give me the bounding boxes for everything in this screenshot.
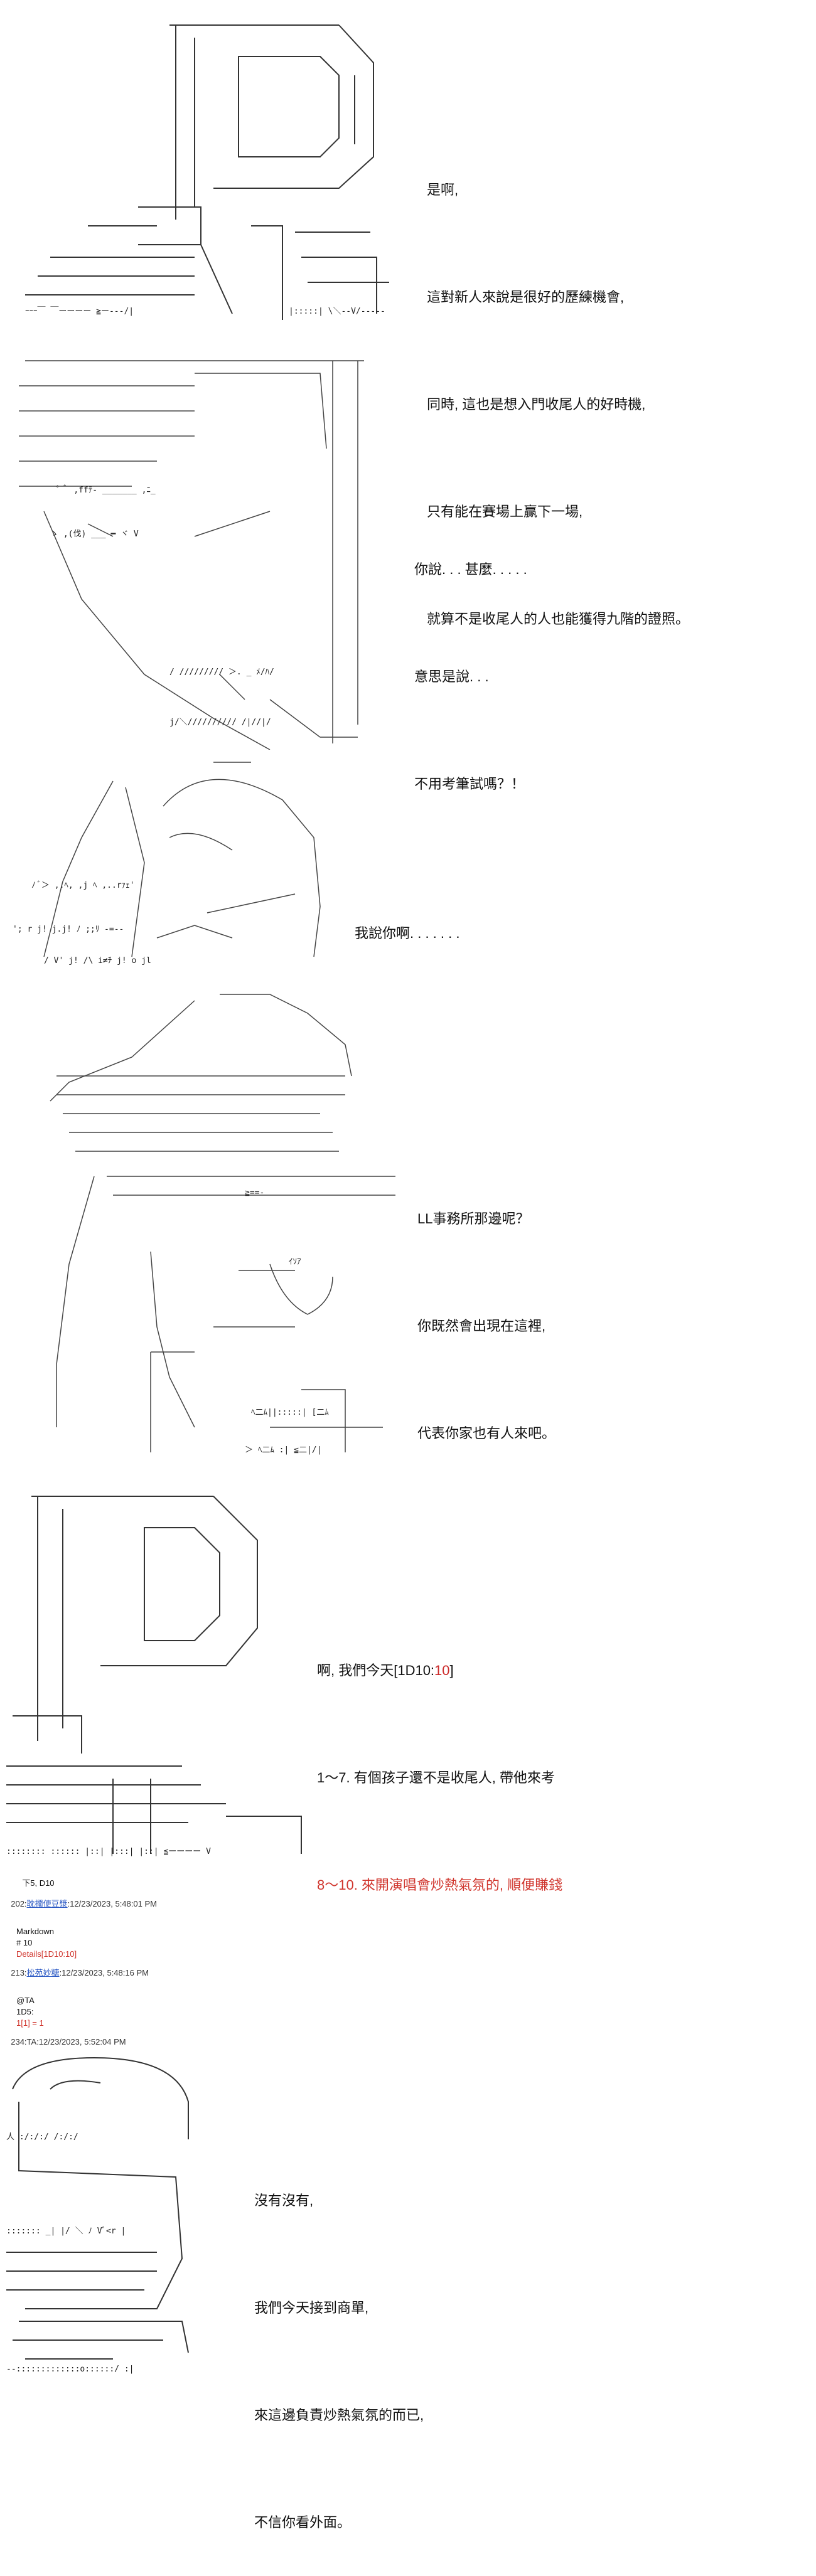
dice-log: 下5, D10 xyxy=(18,1866,55,1889)
dialog-line: 這對新人來說是很好的歷練機會, xyxy=(427,289,625,305)
dialog-line: 來這邊負責炒熱氣氛的而已, xyxy=(254,2407,424,2423)
dice-note: 下5, D10 xyxy=(22,1878,55,1888)
dialog-line: 不用考筆試嗎？！ xyxy=(414,776,525,792)
roll-result: 10 xyxy=(434,1663,450,1678)
ascii-art-letter-p-1: ｰｰｰ￣ ￣ーーーー ≧ー---/| |:::::| \＼--V/----- xyxy=(13,19,402,326)
log-line: 1D5: xyxy=(16,2007,34,2016)
dialog-panel-2: 你說. . . 甚麼. . . . . 意思是說. . . 不用考筆試嗎？！ xyxy=(414,480,527,838)
ascii-art-character-cap: ≧==- ｲｿｱ ﾍ二ﾑ||:::::| [二ﾑ ＞ ﾍ二ﾑ :| ≦二|/| xyxy=(6,988,433,1465)
svg-text:＞ ﾍ二ﾑ :| ≦二|/|: ＞ ﾍ二ﾑ :| ≦二|/| xyxy=(245,1445,321,1455)
dialog-panel-1: 是啊, 這對新人來說是很好的歷練機會, 同時, 這也是想入門收尾人的好時機, 只… xyxy=(427,100,689,673)
svg-text:j/＼////////// /|//|/: j/＼////////// /|//|/ xyxy=(169,718,271,727)
svg-text:::::::: _| |/ ＼ ﾉ Vﾞ<r |: ::::::: _| |/ ＼ ﾉ Vﾞ<r | xyxy=(6,2227,126,2236)
roll-text-prefix: 啊, 我們今天[1D10: xyxy=(317,1663,435,1678)
svg-text:|:::::| \＼--V/-----: |:::::| \＼--V/----- xyxy=(289,307,385,316)
log-line: # 10 xyxy=(16,1938,33,1947)
log-entry: 202:耽擱使豆漿:12/23/2023, 5:48:01 PM Markdow… xyxy=(6,1887,157,1971)
dialog-panel-5: 啊, 我們今天[1D10:10] 1～7. 有個孩子還不是收尾人, 帶他來考 8… xyxy=(317,1581,562,1939)
svg-text:≧==-: ≧==- xyxy=(245,1188,264,1198)
log-line: @TA xyxy=(16,1996,35,2005)
dialog-line: 沒有沒有, xyxy=(254,2193,314,2208)
svg-text:ｲｿｱ: ｲｿｱ xyxy=(289,1257,301,1267)
svg-text:--:::::::::::::o::::::/ :|: --:::::::::::::o::::::/ :| xyxy=(6,2365,134,2374)
dialog-line: 同時, 這也是想入門收尾人的好時機, xyxy=(427,397,646,412)
log-user-link[interactable]: 松苑妙糖 xyxy=(26,1968,60,1977)
log-time: :12/23/2023, 5:48:01 PM xyxy=(67,1899,157,1908)
dialog-panel-3: 我說你啊. . . . . . . xyxy=(355,844,459,987)
log-number: 234: xyxy=(11,2037,27,2046)
dialog-line: LL事務所那邊呢？ xyxy=(417,1211,530,1227)
svg-text:人 :/:/:/ /:/:/: 人 :/:/:/ /:/:/ xyxy=(6,2132,78,2142)
dialog-line: 我們今天接到商單, xyxy=(254,2300,369,2316)
log-entry-body: @TA 1D5: 1[1] = 1 xyxy=(6,1995,149,2029)
log-time: TA:12/23/2023, 5:52:04 PM xyxy=(26,2037,126,2046)
svg-text:/ V' j! /\ i≠ﾁ j! o jl: / V' j! /\ i≠ﾁ j! o jl xyxy=(44,956,151,966)
svg-text::::::::: :::::: |::| |:::| |::: :::::::: :::::: |::| |:::| |::| ≦ーーーー V xyxy=(6,1847,211,1856)
svg-text:ﾟ＾ ,ffﾃ- _______ ,ﾆ_: ﾟ＾ ,ffﾃ- _______ ,ﾆ_ xyxy=(56,484,156,495)
ascii-art-character-face: ﾟ＾ ,ffﾃ- _______ ,ﾆ_ ゝ ,(伐) ___ ━ ヾ V / … xyxy=(6,348,383,750)
log-entry-header: 202:耽擱使豆漿:12/23/2023, 5:48:01 PM xyxy=(11,1899,157,1908)
log-user-link[interactable]: 耽擱使豆漿 xyxy=(26,1899,68,1908)
svg-text:ﾍ二ﾑ||:::::| [二ﾑ: ﾍ二ﾑ||:::::| [二ﾑ xyxy=(251,1408,329,1417)
log-number: 213: xyxy=(11,1968,27,1977)
svg-text:ゝ ,(伐) ___ ━ ヾ V: ゝ ,(伐) ___ ━ ヾ V xyxy=(50,530,139,539)
ascii-art-character-pointing: ﾉ ﾞ＞ ,.ﾍ, ,j ﾍ ,..rｧｪ' '; r j! j.j! ﾉ ;;… xyxy=(6,750,333,976)
svg-text:ﾉ ﾞ＞ ,.ﾍ, ,j ﾍ ,..rｧｪ': ﾉ ﾞ＞ ,.ﾍ, ,j ﾍ ,..rｧｪ' xyxy=(31,881,135,890)
log-line: Markdown xyxy=(16,1927,54,1936)
log-line: Details[1D10:10] xyxy=(16,1949,77,1959)
svg-text:ｰｰｰ￣ ￣ーーーー ≧ー---/|: ｰｰｰ￣ ￣ーーーー ≧ー---/| xyxy=(25,307,134,316)
dialog-line: 啊, 我們今天[1D10:10] xyxy=(317,1653,562,1688)
log-entry: 213:松苑妙糖:12/23/2023, 5:48:16 PM @TA 1D5:… xyxy=(6,1956,149,2040)
svg-text:'; r j! j.j! ﾉ ;;ﾘ -=--: '; r j! j.j! ﾉ ;;ﾘ -=-- xyxy=(13,925,124,934)
dialog-line: 是啊, xyxy=(427,182,459,198)
dialog-line: 代表你家也有人來吧。 xyxy=(417,1425,556,1441)
log-time: :12/23/2023, 5:48:16 PM xyxy=(59,1968,149,1977)
log-number: 202: xyxy=(11,1899,27,1908)
ascii-art-letter-p-2: :::::::: :::::: |::| |:::| |::| ≦ーーーー V xyxy=(0,1490,339,1860)
dialog-line: 就算不是收尾人的人也能獲得九階的證照。 xyxy=(427,611,690,627)
roll-text-suffix: ] xyxy=(449,1663,454,1678)
log-entry-body: Markdown # 10 Details[1D10:10] xyxy=(6,1926,157,1960)
dialog-line: 你說. . . 甚麼. . . . . xyxy=(414,562,527,577)
dialog-line: 1～7. 有個孩子還不是收尾人, 帶他來考 xyxy=(317,1770,555,1786)
dialog-line: 意思是說. . . xyxy=(414,669,489,684)
dialog-line: 不信你看外面。 xyxy=(254,2515,352,2530)
dialog-line: 我說你啊. . . . . . . xyxy=(355,925,460,941)
log-entry-header: 213:松苑妙糖:12/23/2023, 5:48:16 PM xyxy=(11,1968,149,1977)
dialog-line: 你既然會出現在這裡, xyxy=(417,1318,546,1334)
log-entry: 234:TA:12/23/2023, 5:52:04 PM xyxy=(6,2025,126,2048)
svg-text:/ ///////// ＞. _ ﾒ/ﾊ/: / ///////// ＞. _ ﾒ/ﾊ/ xyxy=(169,668,274,677)
dialog-line: 只有能在賽場上贏下一場, xyxy=(427,504,583,519)
log-entry-header: 234:TA:12/23/2023, 5:52:04 PM xyxy=(11,2037,126,2046)
dialog-panel-6: 沒有沒有, 我們今天接到商單, 來這邊負責炒熱氣氛的而已, 不信你看外面。 xyxy=(254,2111,424,2576)
dialog-panel-4: LL事務所那邊呢？ 你既然會出現在這裡, 代表你家也有人來吧。 xyxy=(417,1129,556,1487)
log-line: 1[1] = 1 xyxy=(16,2018,44,2028)
dialog-line-highlight: 8～10. 來開演唱會炒熱氣氛的, 順便賺錢 xyxy=(317,1877,563,1893)
ascii-art-letter-s: 人 :/:/:/ /:/:/ ::::::: _| |/ ＼ ﾉ Vﾞ<r | … xyxy=(0,2045,207,2378)
